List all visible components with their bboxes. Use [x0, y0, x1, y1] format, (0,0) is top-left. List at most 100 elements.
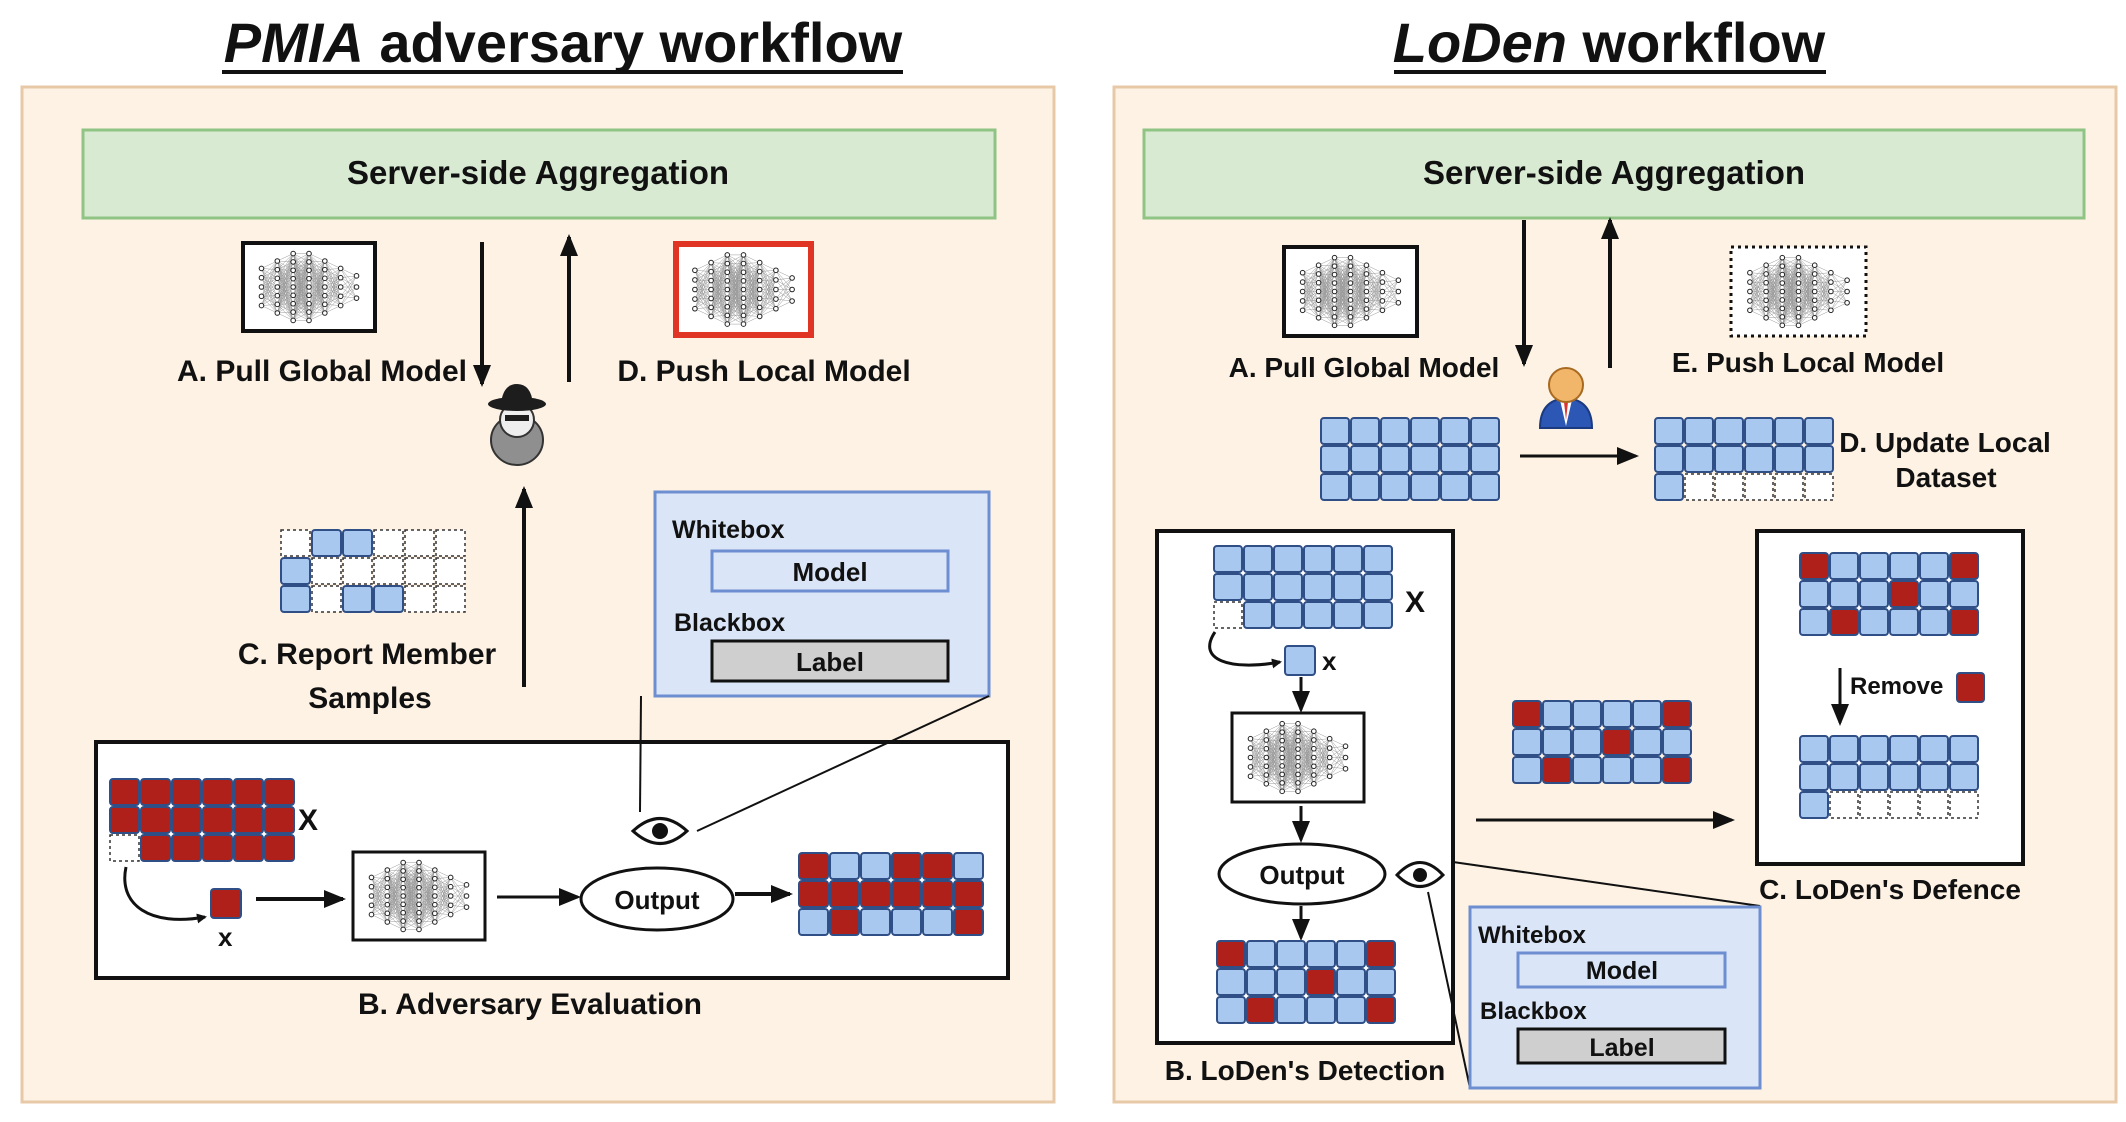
right-defence-label: C. LoDen's Defence [1759, 874, 2021, 905]
left-output-node [579, 866, 735, 932]
model-nodes [368, 859, 470, 933]
grid-cell [1410, 473, 1440, 501]
right-panel: LoDen workflow Server-side Aggregation A… [1112, 11, 2118, 1104]
grid-cell [1470, 445, 1500, 473]
grid-cell [202, 806, 233, 834]
grid-cell [1949, 735, 1979, 763]
left-local-model-icon [673, 241, 814, 338]
grid-cell [1662, 756, 1692, 784]
grid-cell [1774, 417, 1804, 445]
model-nodes [1247, 720, 1349, 795]
right-title-rest: workflow [1567, 11, 1826, 74]
grid-cell [1470, 473, 1500, 501]
left-label-box [710, 639, 950, 683]
grid-cell [1363, 601, 1393, 629]
client-icon [1538, 367, 1594, 429]
left-model-label: Model [792, 557, 867, 587]
grid-cell [1632, 700, 1662, 728]
grid-cell [1213, 601, 1243, 629]
grid-cell [1774, 445, 1804, 473]
grid-cell [1333, 545, 1363, 573]
grid-cell [1684, 417, 1714, 445]
right-server-label: Server-side Aggregation [1423, 154, 1805, 191]
grid-cell [1859, 552, 1889, 580]
grid-cell [1470, 417, 1500, 445]
grid-cell [1542, 700, 1572, 728]
grid-cell [1799, 608, 1829, 636]
grid-cell [280, 557, 311, 585]
grid-cell [1336, 968, 1366, 996]
grid-cell [1919, 580, 1949, 608]
right-blackbox-label: Blackbox [1480, 998, 1587, 1025]
grid-cell [1246, 996, 1276, 1024]
grid-cell [1216, 968, 1246, 996]
left-panel: PMIA adversary workflow Server-side Aggr… [20, 11, 1056, 1104]
grid-cell [1799, 791, 1829, 819]
grid-cell [1744, 473, 1774, 501]
grid-cell [1303, 573, 1333, 601]
right-pull-label: A. Pull Global Model [1229, 352, 1500, 383]
grid-cell [953, 880, 984, 908]
grid-cell [373, 585, 404, 613]
grid-cell [1859, 608, 1889, 636]
grid-cell [1919, 735, 1949, 763]
left-push-label: D. Push Local Model [617, 355, 910, 388]
grid-cell [1949, 580, 1979, 608]
grid-cell [1273, 545, 1303, 573]
grid-cell [1380, 473, 1410, 501]
grid-cell [109, 778, 140, 806]
grid-cell [860, 880, 891, 908]
grid-cell [953, 852, 984, 880]
right-model-label: Model [1586, 957, 1658, 985]
grid-cell [798, 908, 829, 936]
grid-cell [1350, 445, 1380, 473]
left-global-model-icon [241, 241, 377, 333]
left-result-grid [798, 852, 984, 936]
grid-cell [1336, 996, 1366, 1024]
grid-cell [891, 880, 922, 908]
grid-cell [1632, 756, 1662, 784]
grid-cell [1243, 545, 1273, 573]
grid-cell [1602, 700, 1632, 728]
right-model-box [1516, 951, 1727, 989]
grid-cell [202, 778, 233, 806]
right-output-label: Output [1259, 860, 1345, 890]
grid-cell [1216, 940, 1246, 968]
grid-cell [1512, 728, 1542, 756]
left-sample-curve-arrow [123, 866, 207, 924]
left-sample-x: x [218, 922, 233, 952]
left-sample-cell [210, 888, 242, 919]
model-connections [694, 254, 793, 325]
grid-cell [435, 585, 466, 613]
grid-cell [1366, 996, 1396, 1024]
left-evaluation-label: B. Adversary Evaluation [358, 988, 702, 1021]
right-remove-label: Remove [1850, 673, 1943, 700]
grid-cell [922, 880, 953, 908]
grid-cell [1889, 552, 1919, 580]
grid-cell [1829, 735, 1859, 763]
grid-cell [1440, 473, 1470, 501]
grid-cell [1829, 552, 1859, 580]
grid-cell [109, 834, 140, 862]
grid-cell [1774, 473, 1804, 501]
grid-cell [280, 585, 311, 613]
grid-cell [1363, 545, 1393, 573]
grid-cell [1380, 417, 1410, 445]
grid-cell [1889, 791, 1919, 819]
grid-cell [1654, 417, 1684, 445]
adversary-icon [488, 384, 546, 466]
grid-cell [1246, 968, 1276, 996]
grid-cell [860, 908, 891, 936]
grid-cell [311, 557, 342, 585]
left-blackbox-label: Blackbox [674, 609, 785, 637]
grid-cell [1714, 473, 1744, 501]
grid-cell [1949, 608, 1979, 636]
left-input-X: X [298, 804, 318, 837]
grid-cell [1440, 417, 1470, 445]
grid-cell [829, 908, 860, 936]
grid-cell [1320, 445, 1350, 473]
right-eye-line-1 [1452, 861, 1761, 907]
grid-cell [404, 529, 435, 557]
grid-cell [140, 778, 171, 806]
grid-cell [1213, 545, 1243, 573]
